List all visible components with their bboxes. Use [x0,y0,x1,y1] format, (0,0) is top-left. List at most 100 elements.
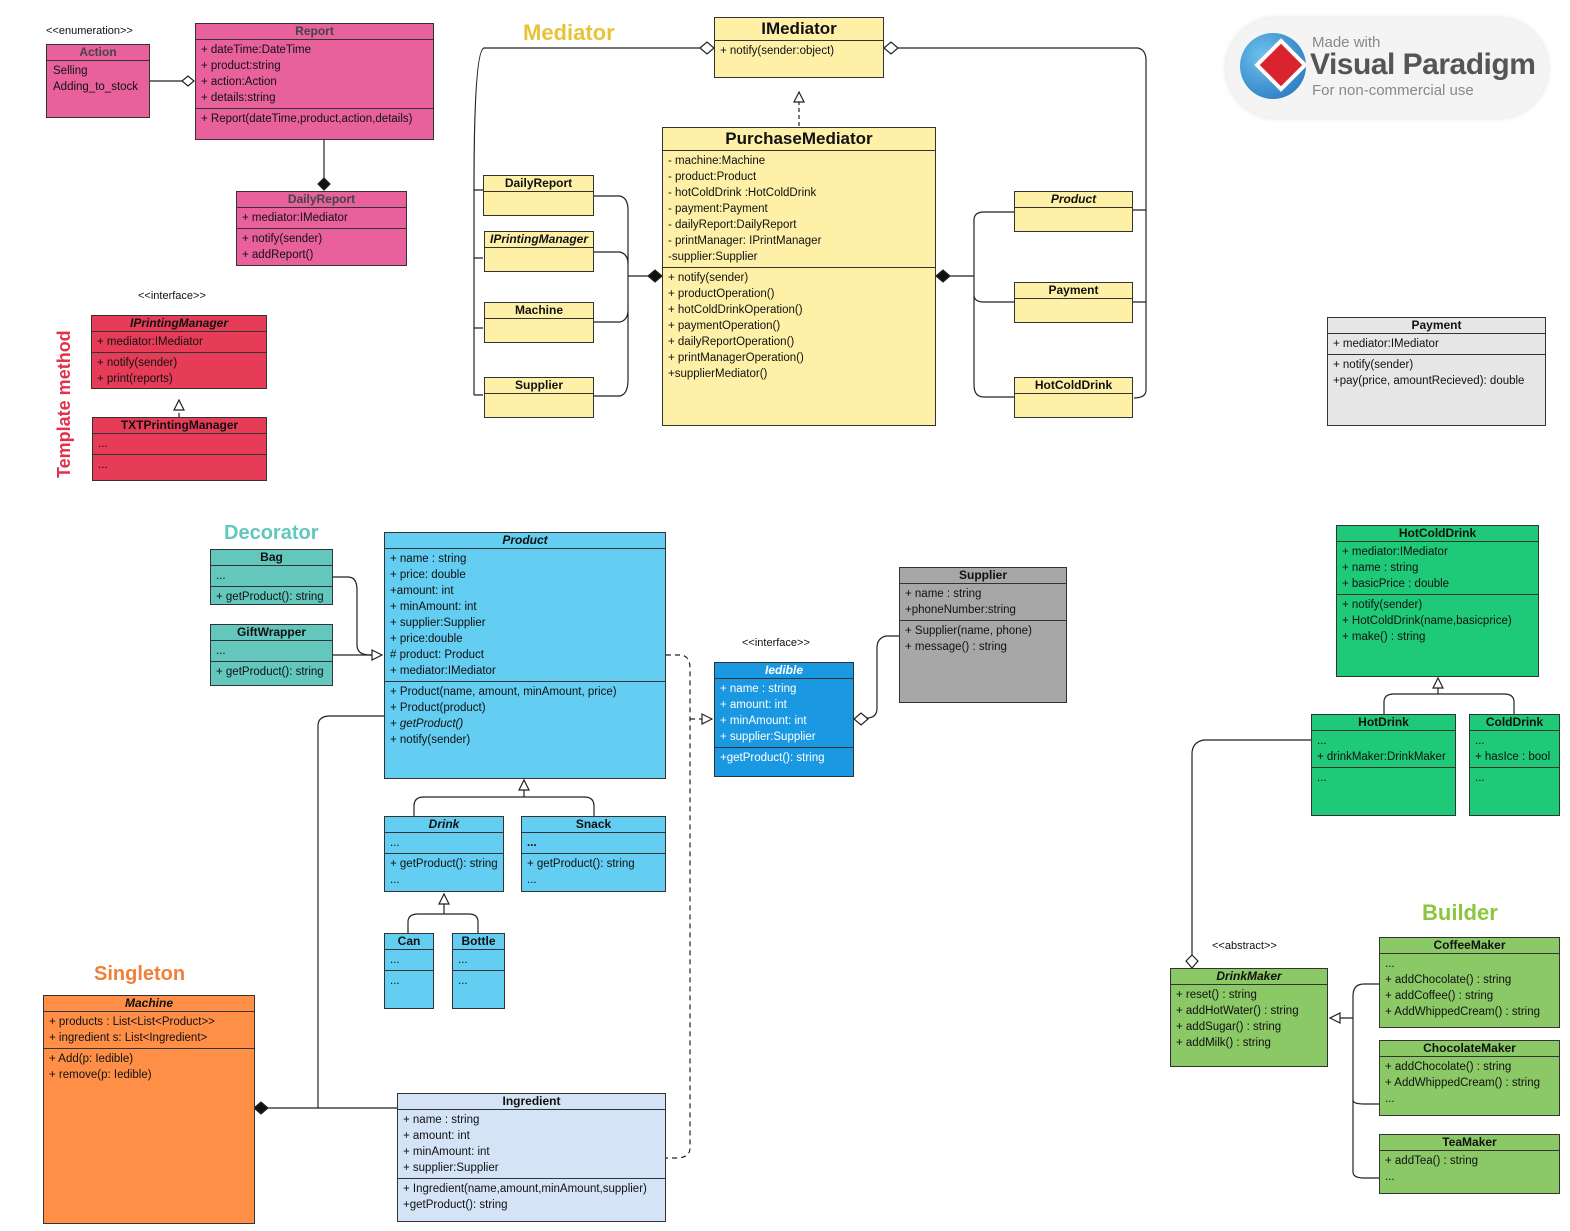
operation: + notify(sender) [97,357,178,369]
attribute: - hotColdDrink :HotColdDrink [668,187,817,199]
class-dailyreport[interactable]: DailyReport + mediator:IMediator + notif… [236,191,407,266]
class-med-hotcolddrink[interactable]: HotColdDrink [1014,377,1133,418]
operation: + Add(p: Iedible) [49,1053,134,1065]
class-name: IPrintingManager [485,232,593,248]
builder-title: Builder [1422,900,1498,925]
drink-snack-generalization [413,780,595,816]
imediator-left-diamond [699,41,715,55]
attribute: ... [390,837,400,849]
operation: + notify(sender:object) [720,45,835,57]
operation: + productOperation() [668,288,775,300]
class-name: HotDrink [1312,715,1455,731]
can-bottle-generalization [407,894,479,933]
operation: + addTea() : string [1385,1155,1479,1167]
class-bag[interactable]: Bag ... + getProduct(): string [210,549,333,605]
operation: + paymentOperation() [668,320,781,332]
attribute: + name : string [720,683,797,695]
class-ingredient[interactable]: Ingredient + name : string + amount: int… [397,1093,666,1222]
class-med-machine[interactable]: Machine [484,302,594,343]
attribute: + ingredient s: List<Ingredient> [49,1032,208,1044]
class-snack[interactable]: Snack ... + getProduct(): string ... [521,816,666,892]
operation: + dailyReportOperation() [668,336,795,348]
mediator-title: Mediator [523,20,615,45]
class-med-iprintingmanager[interactable]: IPrintingManager [484,231,594,272]
operation: ... [390,874,400,886]
operation: + Product(product) [390,702,486,714]
class-coffeemaker[interactable]: CoffeeMaker ... + addChocolate() : strin… [1379,937,1560,1028]
operation: ... [1385,958,1395,970]
machine-composition-diamond [253,1101,269,1115]
class-name: GiftWrapper [211,625,332,641]
operation: + HotColdDrink(name,basicprice) [1342,615,1512,627]
attribute: + name : string [905,588,982,600]
class-name: Drink [385,817,503,833]
class-supplier[interactable]: Supplier + name : string +phoneNumber:st… [899,567,1067,703]
class-giftwrapper[interactable]: GiftWrapper ... + getProduct(): string [210,624,333,686]
class-can[interactable]: Can ... ... [384,933,434,1009]
attribute: -supplier:Supplier [668,251,758,263]
attribute: + details:string [201,92,276,104]
class-chocolatemaker[interactable]: ChocolateMaker + addChocolate() : string… [1379,1040,1560,1116]
attribute: ... [98,438,108,450]
class-name: HotColdDrink [1337,526,1538,542]
class-payment[interactable]: Payment + mediator:IMediator + notify(se… [1327,317,1546,426]
class-name: ChocolateMaker [1380,1041,1559,1057]
class-imediator[interactable]: IMediator + notify(sender:object) [714,17,884,78]
attribute: + supplier:Supplier [403,1162,499,1174]
attribute: ... [1475,735,1485,747]
class-name: Report [196,24,433,40]
attribute: ... [458,954,468,966]
class-purchasemediator[interactable]: PurchaseMediator - machine:Machine - pro… [662,127,936,426]
class-name: Supplier [485,378,593,394]
class-colddrink[interactable]: ColdDrink ... + hasIce : bool ... [1469,714,1560,816]
attribute: + price:double [390,633,463,645]
logo-line-1: Made with [1312,34,1381,51]
attribute: + mediator:IMediator [1342,546,1448,558]
operation: + Ingredient(name,amount,minAmount,suppl… [403,1183,647,1195]
class-drink[interactable]: Drink ... + getProduct(): string ... [384,816,504,892]
class-med-supplier[interactable]: Supplier [484,377,594,418]
class-bottle[interactable]: Bottle ... ... [452,933,505,1009]
class-iedible[interactable]: Iedible + name : string + amount: int + … [714,662,854,777]
class-txtprintingmanager[interactable]: TXTPrintingManager ... ... [92,417,267,481]
class-med-payment[interactable]: Payment [1014,282,1133,323]
mediator-left-bus [473,47,700,191]
product-iedible-realization [666,654,712,1159]
class-name: Snack [522,817,665,833]
class-name: Bottle [453,934,504,950]
class-med-product[interactable]: Product [1014,191,1133,232]
builders-drinkmaker-generalization [1330,983,1379,1179]
class-teamaker[interactable]: TeaMaker + addTea() : string ... [1379,1134,1560,1194]
class-machine[interactable]: Machine + products : List<List<Product>>… [43,995,255,1224]
mediator-right-bus [898,47,1147,399]
operation: + getProduct(): string [527,858,635,870]
operation: ... [458,975,468,987]
attribute: + dateTime:DateTime [201,44,312,56]
class-hotdrink[interactable]: HotDrink ... + drinkMaker:DrinkMaker ... [1311,714,1456,816]
attribute: - machine:Machine [668,155,766,167]
operation: + addCoffee() : string [1385,990,1494,1002]
class-report[interactable]: Report + dateTime:DateTime + product:str… [195,23,434,140]
attribute: ... [527,837,537,849]
class-action[interactable]: Action Selling Adding_to_stock [46,44,150,118]
hotdrink-drinkmaker-aggregation [1191,739,1311,955]
class-hotcolddrink[interactable]: HotColdDrink + mediator:IMediator + name… [1336,525,1539,677]
attribute: - product:Product [668,171,757,183]
class-med-dailyreport[interactable]: DailyReport [483,175,594,216]
class-name: TXTPrintingManager [93,418,266,434]
interface-stereotype-iedible: <<interface>> [742,637,810,649]
attribute: + name : string [403,1114,480,1126]
attribute: - dailyReport:DailyReport [668,219,797,231]
abstract-stereotype: <<abstract>> [1212,940,1277,952]
class-product[interactable]: Product + name : string + price: double … [384,532,666,779]
aggregation-diamond [181,75,195,87]
operation: + Report(dateTime,product,action,details… [201,113,413,125]
class-name: ColdDrink [1470,715,1559,731]
operation: + AddWhippedCream() : string [1385,1006,1540,1018]
decorator-title: Decorator [224,522,319,544]
class-drinkmaker[interactable]: DrinkMaker + reset() : string + addHotWa… [1170,968,1328,1067]
attribute: + drinkMaker:DrinkMaker [1317,751,1446,763]
operation: + print(reports) [97,373,173,385]
class-iprintingmanager[interactable]: IPrintingManager + mediator:IMediator + … [91,315,267,389]
right-composition-lines [949,211,1014,398]
